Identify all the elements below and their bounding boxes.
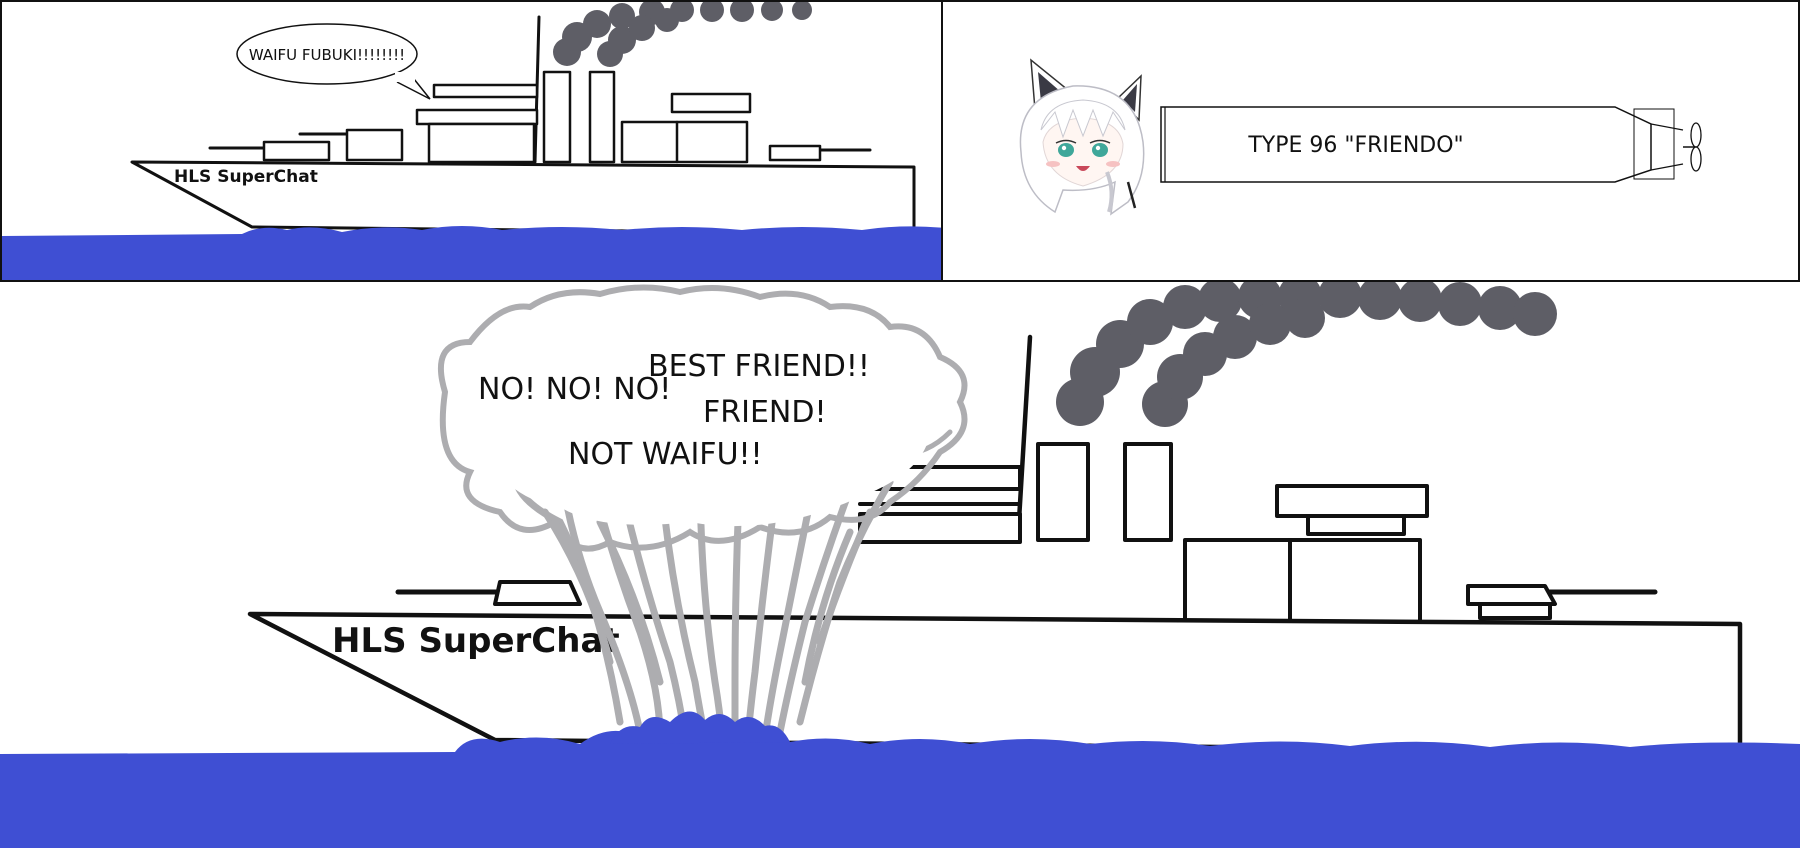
ship-name-label: HLS SuperChat [174, 167, 318, 187]
torpedo-label: TYPE 96 "FRIENDO" [1247, 133, 1463, 158]
fox-girl-head-icon [1019, 58, 1145, 216]
funnel-front [542, 70, 572, 164]
aft-deck-base [1183, 538, 1422, 624]
shout-no: NO! NO! NO! [478, 372, 671, 407]
panel-explosion: HLS SuperChat NO! NO! NO [0, 282, 1800, 848]
sea [0, 722, 1800, 848]
panel-2-drawing: TYPE 96 "FRIENDO" [1019, 58, 1702, 216]
aft-turret [768, 144, 872, 162]
funnel-rear [1123, 442, 1173, 542]
aft-turret [1466, 584, 1658, 620]
aft-deck-top [670, 92, 752, 114]
splash-base [610, 711, 790, 744]
shout-friend: FRIEND! [703, 395, 826, 430]
funnel-front [1036, 442, 1090, 542]
bridge-base [427, 122, 536, 164]
aft-deck-top [1275, 484, 1429, 518]
mid-turret [298, 128, 404, 162]
speech-bubble: WAIFU FUBUKI!!!!!!!! [236, 23, 431, 100]
panel-1-drawing: HLS SuperChat WAIFU FUBUKI!!!!!!!! [2, 2, 941, 280]
fore-turret [208, 140, 331, 162]
funnel-rear [588, 70, 616, 164]
bridge-deck [415, 108, 539, 126]
shout-best-friend: BEST FRIEND!! [648, 349, 870, 384]
panel-torpedo: TYPE 96 "FRIENDO" [943, 0, 1800, 282]
ship-name-label: HLS SuperChat [332, 621, 620, 661]
propeller-icon [1683, 122, 1702, 172]
bridge-deck [858, 512, 1022, 544]
panel-ship-speech: HLS SuperChat WAIFU FUBUKI!!!!!!!! [0, 0, 943, 282]
smoke-cloud-large [1056, 282, 1557, 427]
aft-deck-base [620, 120, 749, 164]
sea [2, 226, 941, 280]
bridge-top [432, 83, 539, 99]
shout-not-waifu: NOT WAIFU!! [568, 437, 763, 472]
panel-3-drawing: HLS SuperChat NO! NO! NO [0, 282, 1800, 848]
speech-text: WAIFU FUBUKI!!!!!!!! [249, 46, 405, 64]
smoke-cloud [553, 2, 812, 67]
fore-turret [395, 580, 582, 606]
mast [1015, 334, 1033, 540]
